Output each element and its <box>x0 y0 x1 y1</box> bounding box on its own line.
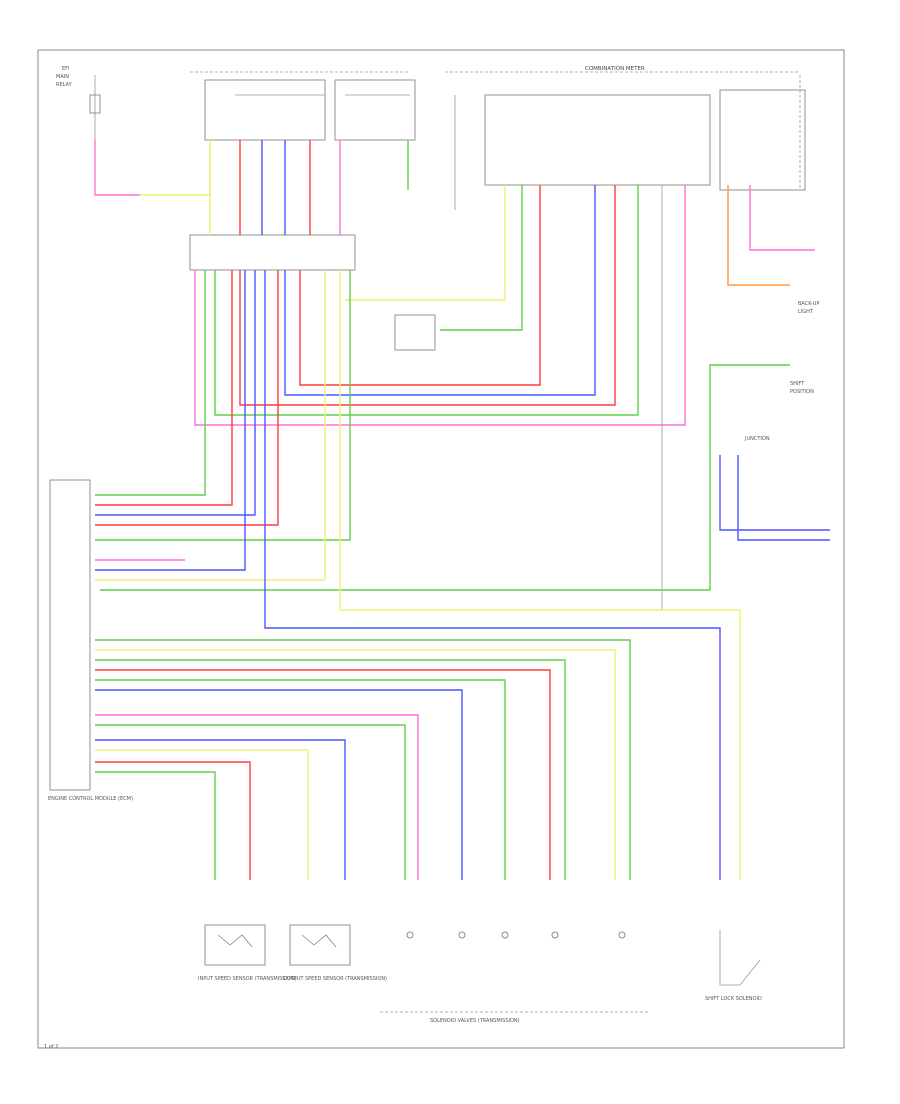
svg-text:SHIFT: SHIFT <box>790 381 805 387</box>
svg-text:MAIN: MAIN <box>56 74 69 80</box>
svg-text:INPUT SPEED SENSOR (TRANSMISSI: INPUT SPEED SENSOR (TRANSMISSION) <box>198 976 297 982</box>
fuse-block-top-left: EFI MAIN RELAY <box>56 66 101 140</box>
svg-text:SOLENOID VALVES (TRANSMISSION): SOLENOID VALVES (TRANSMISSION) <box>430 1018 520 1024</box>
ecm-label: ENGINE CONTROL MODULE (ECM) <box>48 796 133 802</box>
svg-text:JUNCTION: JUNCTION <box>744 436 770 442</box>
svg-text:RELAY: RELAY <box>56 82 73 88</box>
diagram-frame <box>37 49 845 1049</box>
svg-text:EFI: EFI <box>62 66 70 72</box>
svg-text:OUTPUT SPEED SENSOR (TRANSMISS: OUTPUT SPEED SENSOR (TRANSMISSION) <box>283 976 387 982</box>
ecm-module <box>49 479 91 791</box>
svg-text:POSITION: POSITION <box>790 389 814 395</box>
svg-text:SHIFT LOCK SOLENOID: SHIFT LOCK SOLENOID <box>705 996 762 1002</box>
combination-meter-box <box>484 94 711 186</box>
shift-lock-solenoid: SHIFT LOCK SOLENOID <box>705 930 762 1002</box>
header-label: COMBINATION METER <box>585 66 645 72</box>
input-speed-sensor: INPUT SPEED SENSOR (TRANSMISSION) <box>198 924 297 982</box>
svg-text:BACK-UP: BACK-UP <box>798 301 820 307</box>
page-number: 1 of 2 <box>44 1044 58 1050</box>
output-speed-sensor: OUTPUT SPEED SENSOR (TRANSMISSION) <box>283 924 387 982</box>
solenoid-valves: SOLENOID VALVES (TRANSMISSION) <box>380 931 650 1024</box>
svg-text:LIGHT: LIGHT <box>798 309 814 315</box>
